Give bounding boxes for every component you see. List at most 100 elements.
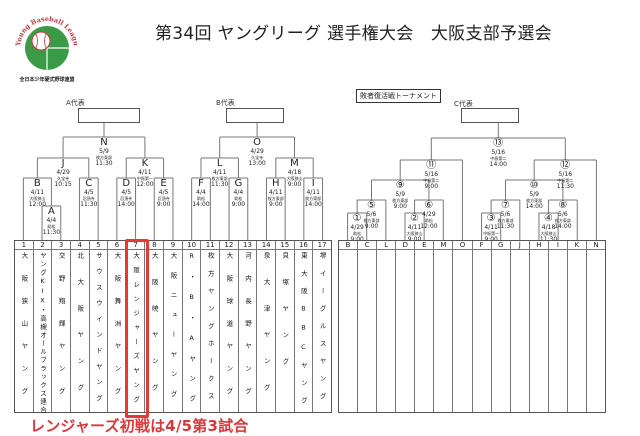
team-number: 6 <box>108 241 126 250</box>
match-date: 4/11 <box>30 189 45 197</box>
team-number: 9 <box>164 241 182 250</box>
team-number: 3 <box>52 241 70 250</box>
loser-slot-label: C <box>358 241 377 250</box>
match-date: 5/16 <box>491 149 506 157</box>
match-id: ④ <box>543 213 555 224</box>
match-time: 12:00 <box>28 200 47 208</box>
match-date: 4/18 <box>287 169 302 177</box>
team-column: 9 大阪ニューヤング <box>163 241 182 412</box>
match-date: 4/11 <box>269 189 283 197</box>
match-venue: 大阪狭山 <box>406 231 423 237</box>
loser-slot-label: B <box>339 241 358 250</box>
b-representative-label: B代表 <box>216 99 235 107</box>
match-date: 4/4 <box>46 217 57 225</box>
team-number: 13 <box>238 241 257 250</box>
b-representative-box <box>226 108 284 123</box>
team-name: 河内長野ヤング <box>243 252 252 410</box>
team-column: 13 河内長野ヤング <box>237 241 257 412</box>
match-id: M <box>289 158 300 169</box>
page-title: 第34回 ヤングリーグ 選手権大会 大阪支部予選会 <box>155 24 552 44</box>
loser-slot-label: H <box>529 241 548 250</box>
team-column: 5 サウスウインドヤング <box>88 241 108 412</box>
match-venue: 枚方東部 <box>392 198 409 204</box>
match-date: 5/9 <box>529 191 539 199</box>
match-venue: 忍頂寺 <box>82 196 95 202</box>
match-venue: 忍頂寺 <box>157 196 170 202</box>
match-time: 11:30 <box>95 159 113 167</box>
match-venue: 枚方東部 <box>211 176 228 182</box>
match-id: ⑬ <box>492 138 505 149</box>
match-date: 4/29 <box>250 148 264 156</box>
match-date: 4/11 <box>407 224 422 232</box>
team-number: 14 <box>257 241 275 250</box>
loser-slot-column: F <box>471 241 491 412</box>
match-id: ⑪ <box>425 160 438 171</box>
team-number: 15 <box>275 241 294 250</box>
team-name: 枚方ヤングホークス <box>206 252 215 411</box>
match-id: H <box>271 178 281 189</box>
loser-slot-column: D <box>395 241 415 412</box>
match-id: ① <box>351 213 363 224</box>
match-date: 4/4 <box>196 189 206 197</box>
match-id: J <box>60 158 66 169</box>
match-id: C <box>84 178 94 189</box>
loser-slot-label: D <box>396 241 415 250</box>
team-name: 大阪ニューヤング <box>168 252 177 410</box>
match-venue: 久宝寺 <box>251 155 264 161</box>
logo-org-text: 全日本少年硬式野球連盟 <box>18 76 74 83</box>
match-time: 9:00 <box>364 222 379 230</box>
loser-slot-column: C <box>357 241 377 412</box>
team-number: 4 <box>70 241 89 250</box>
league-logo: Young Baseball League 全日本少年硬式野球連盟 <box>12 8 80 83</box>
match-id: ⑩ <box>528 180 540 191</box>
match-date: 4/11 <box>212 169 227 177</box>
match-date: 4/11 <box>306 189 320 197</box>
match-venue: 忍頂寺 <box>120 196 133 202</box>
match-time: 11:30 <box>539 235 558 243</box>
match-venue: 枚方東部 <box>554 218 571 224</box>
match-date: 4/29 <box>56 169 70 177</box>
match-time: 14:00 <box>192 200 210 208</box>
match-venue: 枚方東部 <box>497 218 514 224</box>
loser-slot-label: E <box>415 241 434 250</box>
match-venue: 中振第二 <box>490 156 507 162</box>
loser-slot-label: N <box>587 241 606 250</box>
match-venue: 枚方東部 <box>95 155 112 161</box>
loser-slot-label: K <box>567 241 587 250</box>
match-venue: 久宝寺 <box>57 176 70 182</box>
loser-slot-column: N <box>586 241 606 412</box>
match-id: A <box>46 206 56 217</box>
match-id: B <box>32 178 42 189</box>
match-time: 14:00 <box>525 202 543 210</box>
loser-slot-column: G <box>490 241 510 412</box>
team-name: サウスウインドヤング <box>94 252 103 410</box>
team-number: 5 <box>89 241 108 250</box>
team-name: R・B・Aヤング <box>187 252 196 415</box>
match-date: 4/5 <box>83 189 94 197</box>
match-id: O <box>252 137 263 148</box>
match-id: D <box>121 178 132 189</box>
team-name: 泉大津ヤング <box>262 252 271 410</box>
match-id: E <box>159 178 168 189</box>
loser-slot-label: M <box>434 241 453 250</box>
team-name: 大阪球道ヤング <box>224 252 233 410</box>
team-number: 17 <box>313 241 331 250</box>
match-time: 11:30 <box>556 182 574 190</box>
